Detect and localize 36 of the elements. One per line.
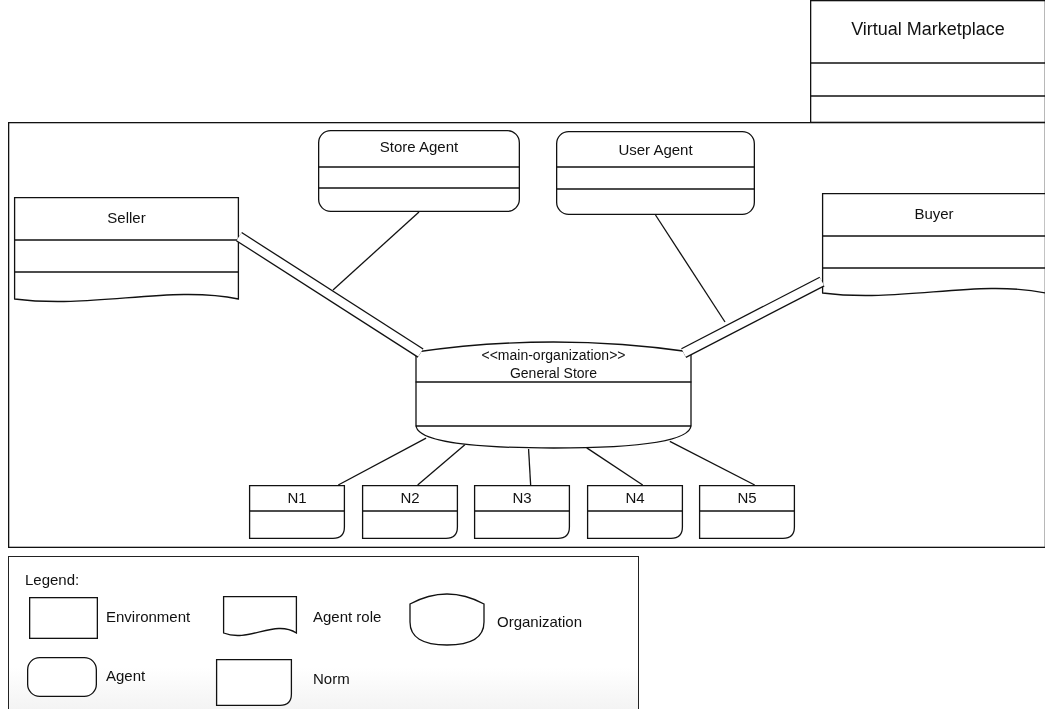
node-title: User Agent	[618, 141, 693, 159]
node-title: N5	[737, 489, 757, 507]
norm-box	[699, 485, 795, 539]
node-title: General Store	[509, 364, 598, 382]
connector-line	[332, 211, 420, 291]
node-title: Virtual Marketplace	[851, 18, 1005, 40]
norm-box	[587, 485, 683, 539]
legend-label: Environment	[106, 608, 191, 626]
connector-line	[586, 447, 644, 486]
organization-cylinder	[415, 340, 692, 449]
connector-line	[337, 437, 427, 486]
node-title: N3	[512, 489, 532, 507]
legend-label: Agent role	[313, 608, 382, 626]
node-title: N4	[625, 489, 645, 507]
norm-box	[362, 485, 458, 539]
norm-box	[474, 485, 570, 539]
node-title: Buyer	[914, 205, 954, 223]
legend-heading: Legend:	[25, 571, 80, 589]
node-title: N2	[400, 489, 420, 507]
connector-line	[669, 440, 756, 486]
agent-box	[318, 130, 520, 212]
stereotype-label: <<main-organization>>	[481, 346, 626, 364]
connector-line	[654, 214, 726, 323]
connector-line	[527, 448, 532, 486]
legend-label: Norm	[313, 670, 350, 688]
node-title: N1	[287, 489, 307, 507]
legend-label: Agent	[106, 667, 146, 685]
double-line-connector	[681, 276, 825, 358]
agent-box	[556, 131, 755, 215]
legend-label: Organization	[497, 613, 583, 631]
double-line-connector	[236, 231, 424, 358]
environment-box	[810, 0, 1045, 123]
norm-box	[249, 485, 345, 539]
node-title: Store Agent	[379, 138, 459, 156]
node-title: Seller	[107, 209, 146, 227]
connector-line	[417, 444, 466, 486]
